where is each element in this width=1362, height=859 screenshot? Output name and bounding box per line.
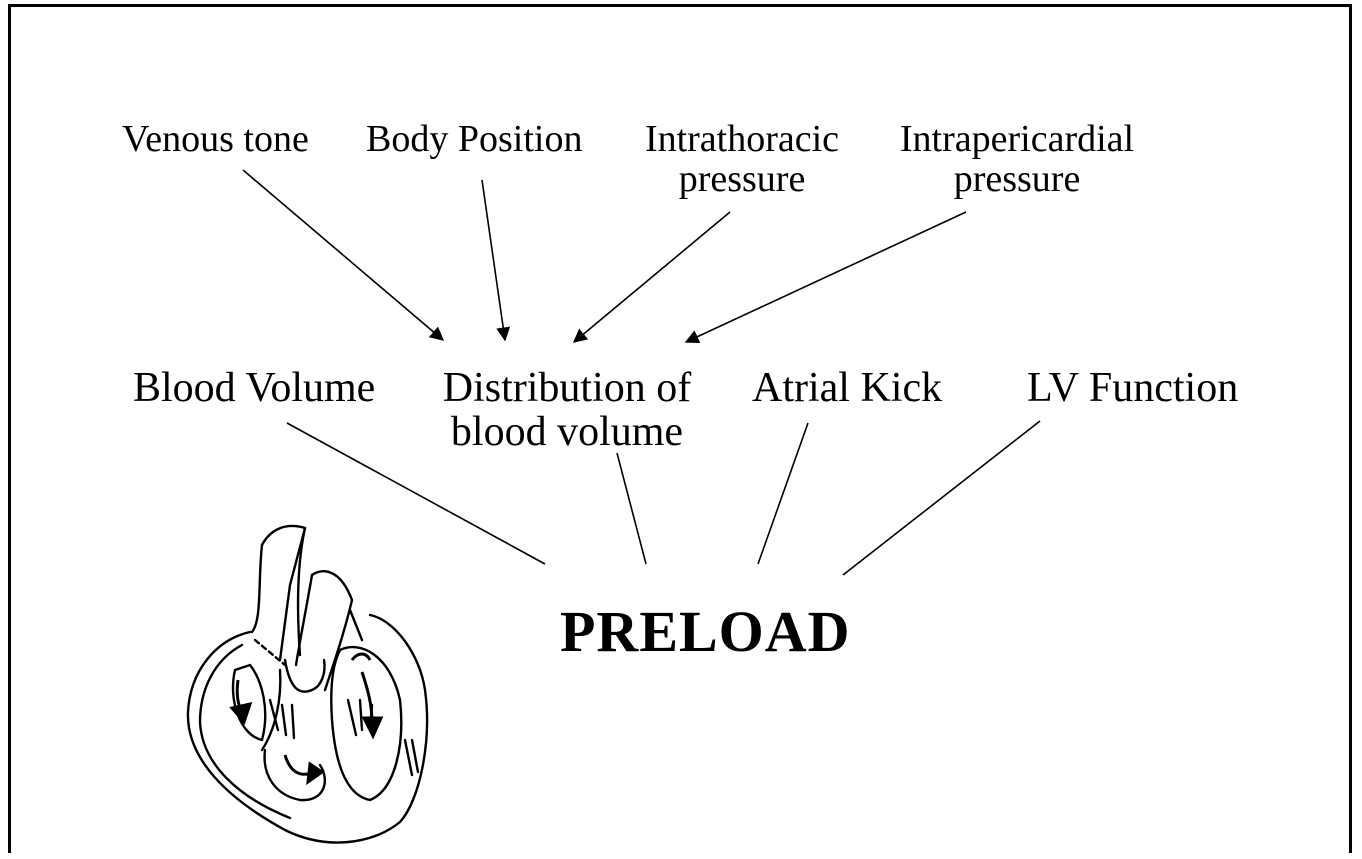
line-blood-volume [287, 423, 545, 564]
arrow-intrathoracic [574, 212, 730, 342]
arrow-body-position [482, 180, 505, 340]
line-atrial-kick [758, 423, 808, 564]
arrow-intrapericardial [686, 212, 966, 342]
line-lv-function [843, 421, 1040, 575]
line-distribution [617, 453, 646, 564]
arrow-venous-tone [243, 170, 443, 340]
